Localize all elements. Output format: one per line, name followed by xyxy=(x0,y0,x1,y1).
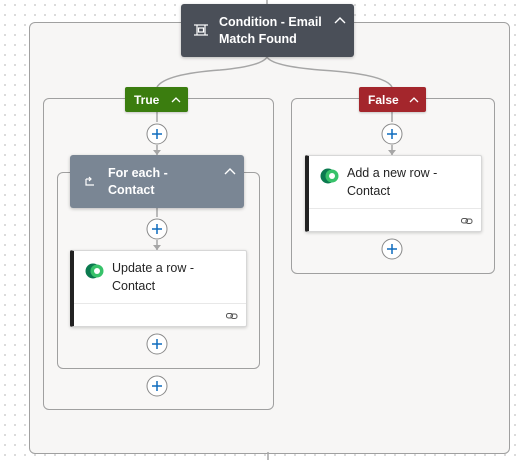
false-branch-label: False xyxy=(368,93,399,107)
add-step-button[interactable] xyxy=(381,238,403,260)
add-step-button[interactable] xyxy=(146,333,168,355)
dataverse-icon xyxy=(320,168,339,184)
foreach-card[interactable]: For each - Contact xyxy=(70,155,244,208)
chevron-up-icon[interactable] xyxy=(409,96,419,103)
loop-icon xyxy=(85,176,94,186)
link-icon[interactable] xyxy=(461,217,473,225)
link-icon[interactable] xyxy=(226,312,238,320)
add-row-action-card[interactable]: Add a new row - Contact xyxy=(305,155,482,232)
condition-icon xyxy=(194,24,208,36)
condition-card[interactable]: Condition - Email Match Found xyxy=(181,4,354,57)
foreach-title: For each - Contact xyxy=(108,166,168,197)
true-branch-header[interactable]: True xyxy=(125,87,188,112)
update-row-action-card[interactable]: Update a row - Contact xyxy=(70,250,247,327)
add-step-button[interactable] xyxy=(146,218,168,240)
card-footer xyxy=(309,208,481,209)
add-step-button[interactable] xyxy=(381,123,403,145)
dataverse-icon xyxy=(85,263,104,279)
chevron-up-icon[interactable] xyxy=(171,96,181,103)
false-branch-header[interactable]: False xyxy=(359,87,426,112)
card-footer xyxy=(74,303,246,304)
condition-title: Condition - Email Match Found xyxy=(219,15,322,46)
update-row-title: Update a row - Contact xyxy=(112,261,194,293)
add-row-title: Add a new row - Contact xyxy=(347,166,438,198)
chevron-up-icon[interactable] xyxy=(224,167,236,175)
add-step-button[interactable] xyxy=(146,375,168,397)
chevron-up-icon[interactable] xyxy=(334,16,346,24)
add-step-button[interactable] xyxy=(146,123,168,145)
true-branch-label: True xyxy=(134,93,160,107)
